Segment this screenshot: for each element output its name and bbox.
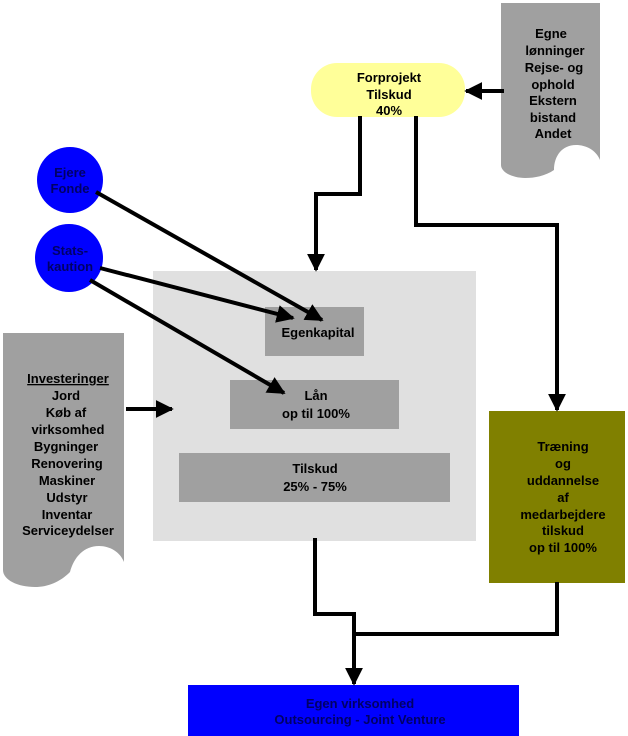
costs-line: bistand (530, 110, 576, 125)
result-title: Egen virksomhed (306, 696, 414, 711)
forprojekt-subtitle: Tilskud (366, 87, 411, 102)
arrow-statskaution-to-egenkapital (99, 266, 295, 323)
forprojekt-pill: Forprojekt Tilskud 40% (311, 63, 465, 118)
laan-box: Lån op til 100% (230, 380, 399, 429)
ejere-fonde-circle: Ejere Fonde (37, 147, 103, 213)
investering-item: virksomhed (32, 422, 105, 437)
training-line: op til 100% (529, 540, 597, 555)
laan-label: Lån (304, 388, 327, 403)
arrow-statskaution-to-laan (88, 278, 286, 395)
investeringer-heading: Investeringer (27, 371, 109, 386)
arrow-forprojekt-to-training (414, 116, 566, 412)
ejere-label: Ejere (54, 165, 86, 180)
line-training-to-merge (354, 582, 559, 636)
investering-item: Inventar (42, 507, 93, 522)
investering-item: Jord (52, 388, 80, 403)
costs-line: Andet (535, 126, 573, 141)
forprojekt-percent: 40% (376, 103, 402, 118)
training-line: Træning (537, 439, 588, 454)
costs-line: Rejse- og (525, 60, 584, 75)
investering-item: Renovering (31, 456, 103, 471)
arrow-forprojekt-to-panel (307, 116, 362, 272)
costs-line: ophold (531, 77, 574, 92)
statskaution-circle: Stats- kaution (35, 224, 103, 292)
costs-line: Ekstern (529, 93, 577, 108)
investering-item: Køb af (46, 405, 87, 420)
investering-item: Maskiner (39, 473, 95, 488)
forprojekt-title: Forprojekt (357, 70, 422, 85)
tilskud-box: Tilskud 25% - 75% (179, 453, 450, 502)
training-box: Træning og uddannelse af medarbejdere ti… (489, 411, 625, 583)
fonde-label: Fonde (51, 181, 90, 196)
training-line: og (555, 456, 571, 471)
training-line: tilskud (542, 523, 584, 538)
training-line: af (557, 490, 569, 505)
investering-item: Udstyr (46, 490, 87, 505)
line-panel-to-merge (313, 538, 363, 686)
tilskud-label: Tilskud (292, 461, 337, 476)
result-subtitle: Outsourcing - Joint Venture (274, 712, 445, 727)
result-box: Egen virksomhed Outsourcing - Joint Vent… (188, 685, 519, 736)
investering-item: Bygninger (34, 439, 98, 454)
laan-amount: op til 100% (282, 406, 350, 421)
egenkapital-label: Egenkapital (282, 325, 355, 340)
costs-line: Egne (535, 26, 567, 41)
kaution-label: kaution (47, 259, 93, 274)
arrow-ejere-to-egenkapital (95, 190, 324, 322)
tilskud-amount: 25% - 75% (283, 479, 347, 494)
training-line: medarbejdere (520, 507, 605, 522)
costs-document: Egne lønninger Rejse- og ophold Ekstern … (501, 3, 600, 178)
stats-label: Stats- (52, 243, 88, 258)
investering-item: Serviceydelser (22, 523, 114, 538)
investeringer-document: Investeringer Jord Køb af virksomhed Byg… (3, 333, 124, 587)
training-line: uddannelse (527, 473, 599, 488)
costs-line: lønninger (525, 43, 584, 58)
